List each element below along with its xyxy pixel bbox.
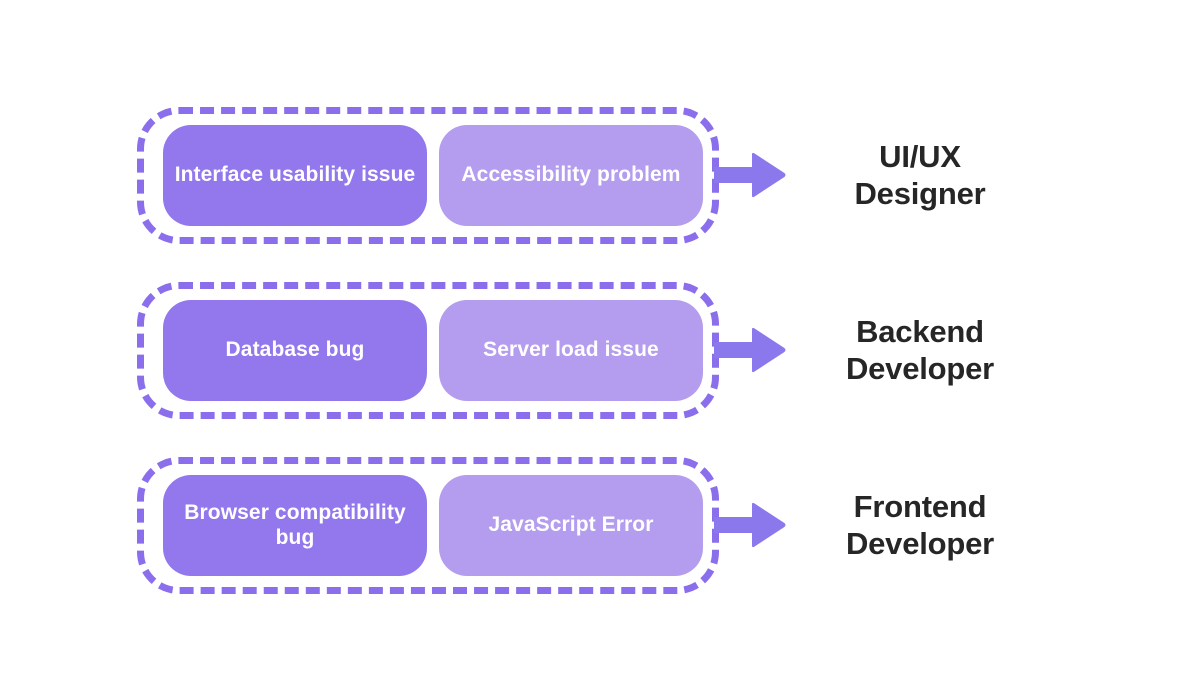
issue-tag[interactable]: Database bug xyxy=(163,300,427,401)
assignee-role-label: UI/UX Designer xyxy=(854,139,986,212)
issue-tag-strip: Browser compatibility bug JavaScript Err… xyxy=(163,475,703,576)
arrow-right-icon xyxy=(714,502,786,548)
issue-tag[interactable]: Interface usability issue xyxy=(163,125,427,226)
routing-row-frontend: Browser compatibility bug JavaScript Err… xyxy=(137,457,719,594)
assignee-role-label: Backend Developer xyxy=(845,314,995,387)
issue-tag-strip: Interface usability issue Accessibility … xyxy=(163,125,703,226)
issue-tag-strip: Database bug Server load issue xyxy=(163,300,703,401)
issue-tag[interactable]: JavaScript Error xyxy=(439,475,703,576)
issue-tag[interactable]: Browser compatibility bug xyxy=(163,475,427,576)
issue-tag[interactable]: Accessibility problem xyxy=(439,125,703,226)
routing-row-backend: Database bug Server load issue xyxy=(137,282,719,419)
routing-row-uiux: Interface usability issue Accessibility … xyxy=(137,107,719,244)
arrow-right-icon xyxy=(714,327,786,373)
arrow-right-icon xyxy=(714,152,786,198)
assignee-role-label: Frontend Developer xyxy=(845,489,995,562)
issue-tag[interactable]: Server load issue xyxy=(439,300,703,401)
